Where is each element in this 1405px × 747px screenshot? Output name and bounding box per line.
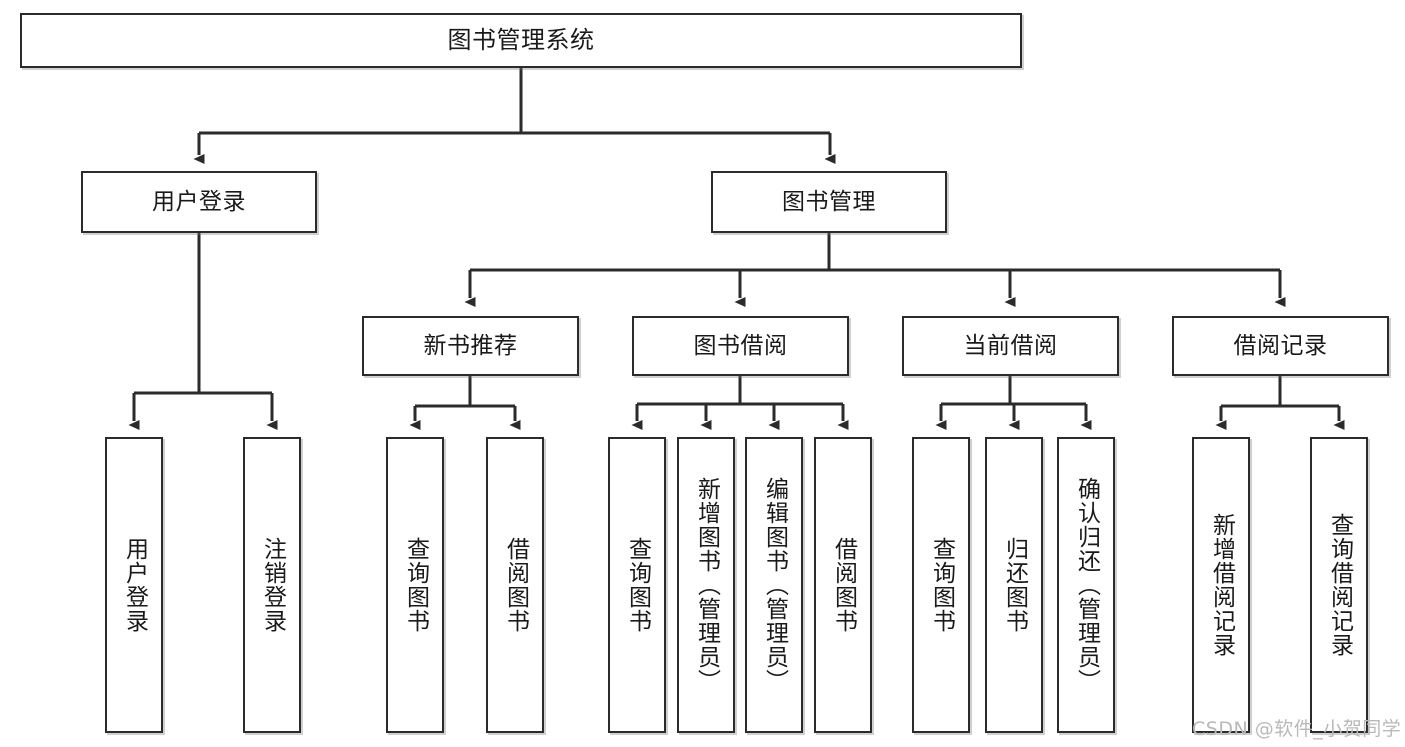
node-leaf-add-book-label: 新增图书（管理员） (693, 477, 720, 693)
node-book-borrow-label: 图书借阅 (693, 332, 788, 359)
node-leaf-borrow-book-1[interactable]: 借阅图书 (486, 437, 544, 733)
node-user-login-label: 用户登录 (152, 188, 246, 215)
node-borrow-record-label: 借阅记录 (1233, 332, 1328, 359)
node-leaf-confirm-return[interactable]: 确认归还（管理员） (1057, 437, 1115, 733)
node-leaf-query-book-3[interactable]: 查询图书 (912, 437, 970, 733)
node-leaf-query-record[interactable]: 查询借阅记录 (1310, 437, 1368, 733)
node-leaf-query-book-2-label: 查询图书 (624, 537, 651, 633)
node-leaf-user-logout[interactable]: 注销登录 (243, 437, 301, 733)
node-leaf-user-login-label: 用户登录 (121, 537, 148, 633)
node-leaf-return-book[interactable]: 归还图书 (985, 437, 1043, 733)
node-leaf-add-book[interactable]: 新增图书（管理员） (677, 437, 735, 733)
node-leaf-user-logout-label: 注销登录 (259, 537, 286, 633)
node-current-borrow[interactable]: 当前借阅 (902, 316, 1119, 376)
node-leaf-query-book-1[interactable]: 查询图书 (386, 437, 444, 733)
node-book-borrow[interactable]: 图书借阅 (632, 316, 849, 376)
node-leaf-confirm-return-label: 确认归还（管理员） (1073, 477, 1100, 693)
node-book-manage-label: 图书管理 (782, 188, 876, 215)
node-leaf-borrow-book-2[interactable]: 借阅图书 (814, 437, 872, 733)
node-leaf-edit-book[interactable]: 编辑图书（管理员） (745, 437, 803, 733)
node-borrow-record[interactable]: 借阅记录 (1172, 316, 1389, 376)
node-leaf-add-record[interactable]: 新增借阅记录 (1192, 437, 1250, 733)
node-leaf-borrow-book-1-label: 借阅图书 (502, 537, 529, 633)
node-new-book-rec-label: 新书推荐 (423, 332, 518, 359)
node-book-manage[interactable]: 图书管理 (711, 171, 947, 233)
node-leaf-return-book-label: 归还图书 (1001, 537, 1028, 633)
node-leaf-user-login[interactable]: 用户登录 (105, 437, 163, 733)
node-leaf-edit-book-label: 编辑图书（管理员） (761, 477, 788, 693)
node-leaf-borrow-book-2-label: 借阅图书 (830, 537, 857, 633)
node-current-borrow-label: 当前借阅 (963, 332, 1058, 359)
node-root[interactable]: 图书管理系统 (20, 13, 1022, 68)
node-root-label: 图书管理系统 (447, 25, 595, 54)
node-new-book-rec[interactable]: 新书推荐 (362, 316, 579, 376)
csdn-watermark: CSDN @软件_小贺同学 (1192, 718, 1402, 740)
node-leaf-add-record-label: 新增借阅记录 (1208, 513, 1235, 657)
node-leaf-query-book-3-label: 查询图书 (928, 537, 955, 633)
node-user-login[interactable]: 用户登录 (81, 171, 317, 233)
node-leaf-query-record-label: 查询借阅记录 (1326, 513, 1353, 657)
node-leaf-query-book-2[interactable]: 查询图书 (608, 437, 666, 733)
node-leaf-query-book-1-label: 查询图书 (402, 537, 429, 633)
